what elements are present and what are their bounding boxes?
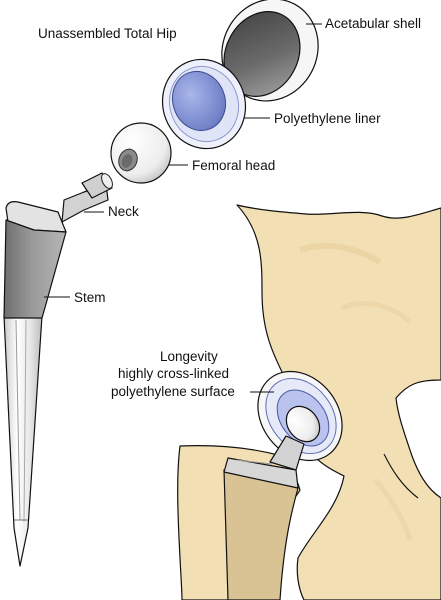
stem-label: Stem — [74, 290, 106, 305]
neck-label: Neck — [108, 204, 139, 219]
surface-label-line3: polyethylene surface — [111, 384, 235, 399]
pelvis-bone — [236, 204, 441, 600]
polyethylene-liner — [161, 58, 247, 150]
femoral-head — [110, 122, 172, 184]
surface-label-line1: Longevity — [160, 349, 218, 364]
femur-bone — [177, 405, 321, 600]
diagram-title: Unassembled Total Hip — [38, 26, 177, 41]
surface-label-line2: highly cross-linked — [118, 366, 229, 381]
polyethylene-liner-label: Polyethylene liner — [274, 111, 381, 126]
acetabular-shell-label: Acetabular shell — [325, 16, 421, 31]
acetabular-shell — [221, 0, 319, 102]
femoral-head-label: Femoral head — [192, 158, 275, 173]
femoral-stem — [3, 172, 113, 567]
